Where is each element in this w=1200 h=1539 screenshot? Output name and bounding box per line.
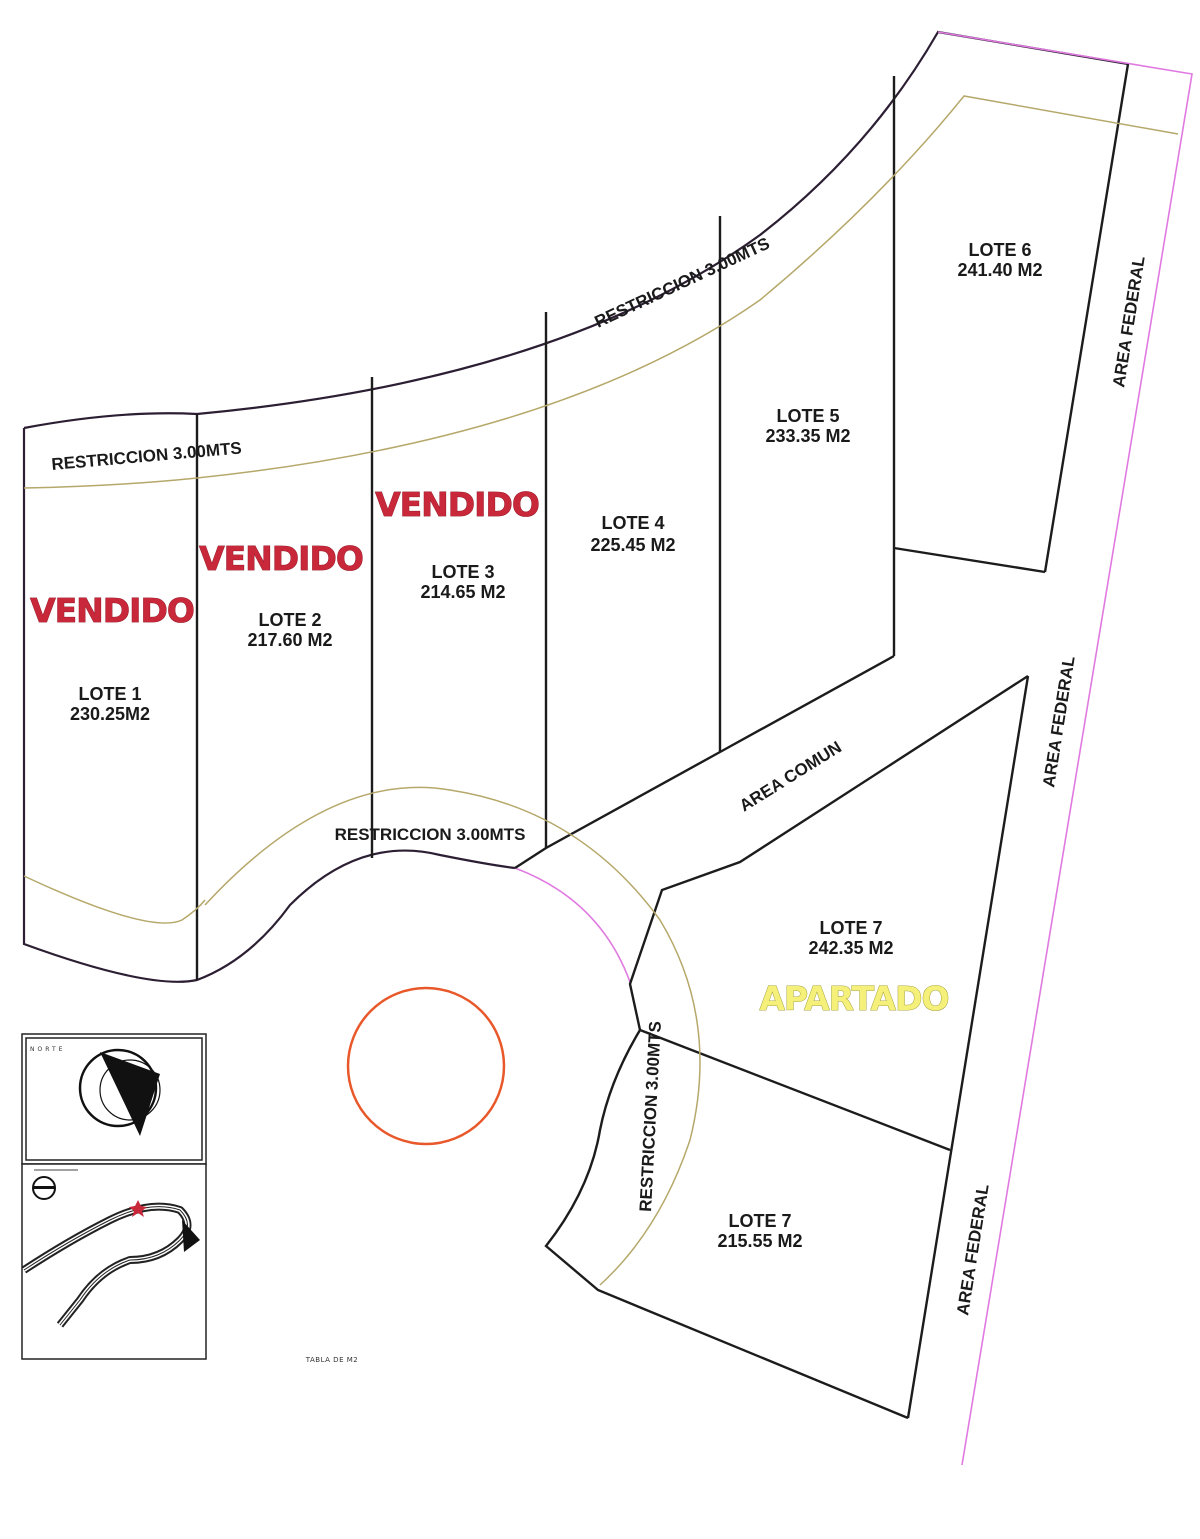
lote5-name: LOTE 5 bbox=[776, 406, 839, 426]
lote7-federal-edge bbox=[906, 675, 1030, 1419]
location-inset bbox=[21, 1163, 207, 1360]
area-federal-label-2: AREA FEDERAL bbox=[1039, 655, 1079, 789]
lote7-divider bbox=[639, 1028, 951, 1152]
lote6-federal-edge bbox=[1043, 63, 1130, 573]
lote2-status: VENDIDO bbox=[199, 539, 363, 578]
lote1-status: VENDIDO bbox=[30, 591, 194, 630]
restriction-label-1: RESTRICCION 3.00MTS bbox=[51, 438, 243, 474]
compass-icon bbox=[100, 1052, 160, 1136]
lote7a-status: APARTADO bbox=[759, 979, 948, 1018]
lote7a-name: LOTE 7 bbox=[819, 918, 882, 938]
lote3-name: LOTE 3 bbox=[431, 562, 494, 582]
north-label: NORTE bbox=[30, 1046, 65, 1053]
lote3-status: VENDIDO bbox=[375, 485, 539, 524]
block-outline bbox=[23, 30, 1129, 430]
lote3-area: 214.65 M2 bbox=[420, 582, 505, 602]
lote7b-name: LOTE 7 bbox=[728, 1211, 791, 1231]
area-federal-label-3: AREA FEDERAL bbox=[953, 1183, 993, 1317]
restriction-label-4: RESTRICCION 3.00MTS bbox=[636, 1021, 665, 1213]
area-comun-edge bbox=[628, 674, 1029, 1031]
lote7a-area: 242.35 M2 bbox=[808, 938, 893, 958]
lote4-name: LOTE 4 bbox=[601, 513, 664, 533]
lote7b-outline bbox=[544, 1029, 909, 1420]
lote7b-area: 215.55 M2 bbox=[717, 1231, 802, 1251]
block-outline-left bbox=[22, 428, 516, 983]
lote5-area: 233.35 M2 bbox=[765, 426, 850, 446]
lote6-area: 241.40 M2 bbox=[957, 260, 1042, 280]
lote2-area: 217.60 M2 bbox=[247, 630, 332, 650]
restriction-line-lote1 bbox=[23, 875, 206, 924]
lots-rear-edge bbox=[514, 654, 895, 870]
lote2-name: LOTE 2 bbox=[258, 610, 321, 630]
cul-de-sac-pink bbox=[514, 867, 631, 983]
federal-boundary bbox=[937, 31, 1193, 1466]
lote1-area: 230.25M2 bbox=[70, 704, 150, 724]
roundabout bbox=[346, 986, 506, 1146]
restriction-line-top bbox=[23, 95, 1179, 489]
lote1-name: LOTE 1 bbox=[78, 684, 141, 704]
lote6-name: LOTE 6 bbox=[968, 240, 1031, 260]
restriction-label-3: RESTRICCION 3.00MTS bbox=[335, 825, 526, 844]
restriction-line-circle bbox=[204, 786, 701, 1286]
north-arrow-inset: NORTE bbox=[21, 1033, 207, 1165]
lote4-area: 225.45 M2 bbox=[590, 535, 675, 555]
lote6-bottom bbox=[893, 546, 1046, 574]
restriction-label-2: RESTRICCION 3.00MTS bbox=[592, 234, 773, 332]
table-caption: TABLA DE M2 bbox=[305, 1356, 358, 1364]
location-marker-icon bbox=[129, 1200, 147, 1217]
